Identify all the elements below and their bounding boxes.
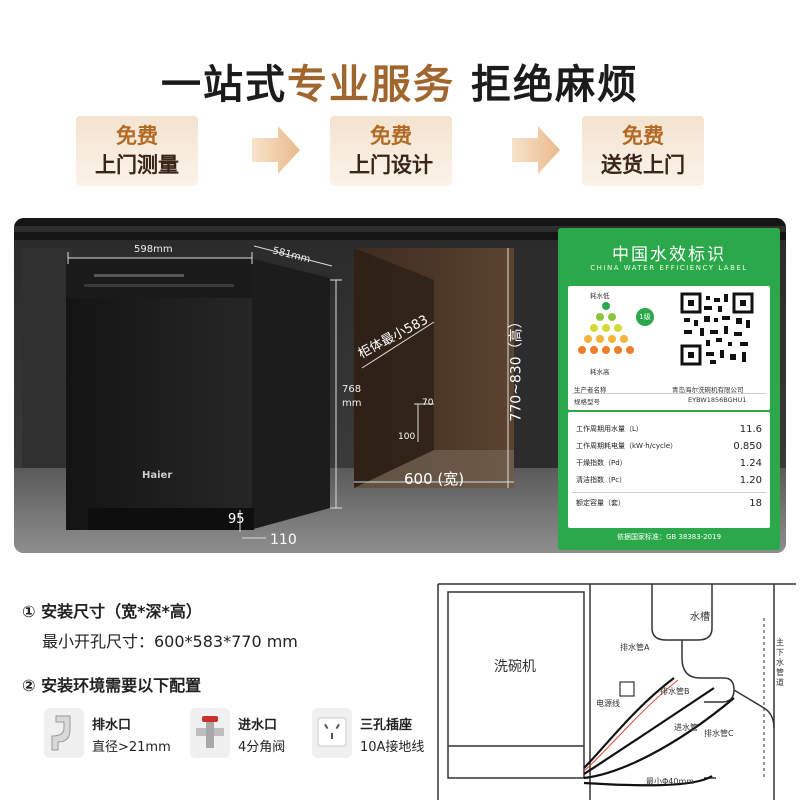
label-spec-card: 工作周期用水量（L）11.6 工作周期耗电量（kW·h/cycle）0.850 … (568, 412, 770, 528)
qr-code-icon (680, 292, 754, 366)
spec-label: 额定容量（套） (576, 499, 625, 507)
step-measure: 免费 上门测量 (76, 116, 198, 186)
cabinet-notch-width: 70 (422, 398, 434, 408)
spec-value: 1.24 (739, 458, 762, 469)
water-efficiency-label: 中国水效标识 CHINA WATER EFFICIENCY LABEL 耗水低 … (558, 228, 780, 550)
dim-toe-depth: 110 (270, 532, 297, 548)
power-socket-icon (312, 708, 352, 758)
label-model-key: 规格型号 (574, 398, 600, 406)
spec-row: 清洁指数（Pc） 1.20 (576, 475, 762, 486)
label-subtitle: CHINA WATER EFFICIENCY LABEL (590, 264, 748, 272)
step-1-line1: 免费 (116, 124, 158, 148)
requirement-socket-desc: 10A接地线 (360, 740, 425, 755)
spec-row: 干燥指数（Pd） 1.24 (576, 458, 762, 469)
brand-logo: Haier (142, 470, 173, 481)
headline-part3: 拒绝麻烦 (470, 62, 639, 108)
arrow-right-icon (512, 126, 560, 174)
diagram-drain-c: 排水管C (704, 729, 734, 738)
cabinet-notch-height: 100 (398, 432, 416, 442)
requirement-inlet-desc: 4分角阀 (238, 740, 286, 755)
spec-label: 工作周期耗电量（kW·h/cycle） (576, 442, 678, 450)
step-3-line2: 送货上门 (601, 153, 685, 177)
install-size-value: 最小开孔尺寸：600*583*770 mm (42, 632, 298, 651)
dim-height-value: 768 (342, 384, 362, 395)
install-diagram: 洗碗机 水槽 排水管A 排水管B 排水管C 电源线 进水管 主下水管道 最小Φ4… (434, 578, 800, 800)
diagram-sink: 水槽 (690, 612, 710, 623)
dim-toe-height: 95 (228, 512, 245, 527)
spec-row: 工作周期耗电量（kW·h/cycle） 0.850 (576, 441, 762, 452)
label-grade-badge: 1级 (636, 308, 654, 326)
label-maker-value: 青岛海尔洗碗机有限公司 (672, 386, 744, 394)
requirement-inlet-name: 进水口 (238, 718, 278, 733)
diagram-power: 电源线 (596, 699, 620, 708)
angle-valve-icon (190, 708, 230, 758)
spec-label: 清洁指数（Pc） (576, 476, 627, 484)
diagram-main-drain: 主下水管道 (776, 638, 784, 687)
spec-value: 11.6 (739, 424, 762, 435)
spec-label: 干燥指数（Pd） (576, 459, 627, 467)
dim-height-unit: mm (342, 398, 362, 409)
requirement-socket-name: 三孔插座 (360, 718, 413, 733)
label-maker-key: 生产者名称 (574, 386, 607, 394)
spec-row: 额定容量（套） 18 (576, 498, 762, 509)
plumbing-diagram (437, 583, 796, 800)
water-drop-pyramid-icon (578, 302, 634, 354)
label-standard: 依据国家标准：GB 38383-2019 (616, 533, 722, 541)
step-design: 免费 上门设计 (330, 116, 452, 186)
step-delivery: 免费 送货上门 (582, 116, 704, 186)
requirement-drain-desc: 直径>21mm (92, 740, 171, 755)
label-grade-card: 耗水低 耗水高 1级 (568, 286, 770, 410)
cabinet-height-range: 770~830（高） (508, 314, 525, 422)
spec-value: 1.20 (739, 475, 762, 486)
dim-width: 598mm (134, 244, 173, 255)
label-high: 耗水高 (590, 368, 610, 376)
diagram-inlet: 进水管 (674, 723, 698, 732)
install-size-title: ① 安装尺寸（宽*深*高） (22, 602, 202, 621)
headline-part1: 一站式 (161, 62, 288, 108)
install-env-title: ② 安装环境需要以下配置 (22, 676, 202, 695)
spec-value: 18 (749, 498, 762, 509)
cabinet-width: 600 (宽) (404, 470, 465, 488)
label-title: 中国水效标识 (612, 245, 726, 265)
step-1-line2: 上门测量 (95, 153, 179, 177)
headline-part2: 专业服务 (287, 62, 456, 108)
drain-pipe-icon (44, 708, 84, 758)
spec-value: 0.850 (733, 441, 762, 452)
arrow-right-icon (252, 126, 300, 174)
headline: 一站式专业服务 拒绝麻烦 (0, 52, 800, 110)
step-2-line1: 免费 (370, 124, 412, 148)
label-model-value: EYBW1856BGHU1 (688, 396, 747, 404)
diagram-dishwasher: 洗碗机 (494, 659, 536, 675)
diagram-drain-a: 排水管A (620, 643, 650, 652)
requirement-drain-name: 排水口 (92, 718, 132, 733)
diagram-drain-b: 排水管B (660, 687, 690, 696)
spec-label: 工作周期用水量（L） (576, 425, 643, 433)
diagram-min-hole: 最小Φ40mm (646, 777, 695, 786)
step-3-line1: 免费 (622, 124, 664, 148)
spec-row: 工作周期用水量（L） 11.6 (576, 424, 762, 435)
step-2-line2: 上门设计 (349, 153, 433, 177)
label-low: 耗水低 (590, 292, 610, 300)
